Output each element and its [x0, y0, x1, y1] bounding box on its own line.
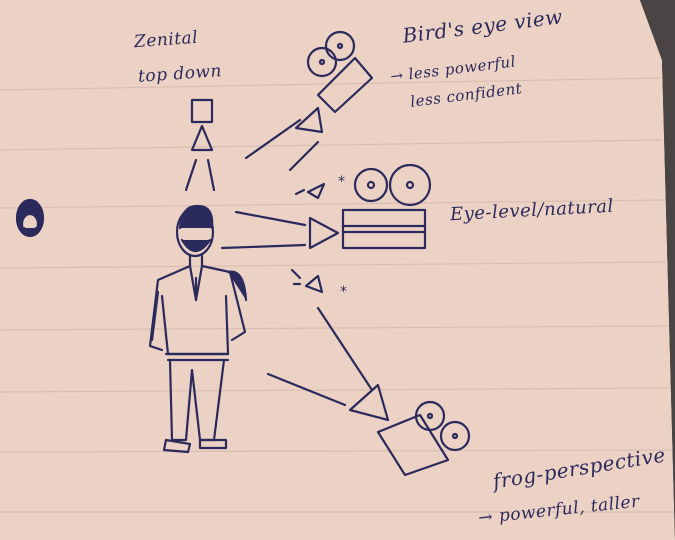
svg-text:*: *	[338, 174, 345, 190]
svg-text:*: *	[340, 284, 347, 300]
small-head-doodle	[17, 200, 43, 236]
